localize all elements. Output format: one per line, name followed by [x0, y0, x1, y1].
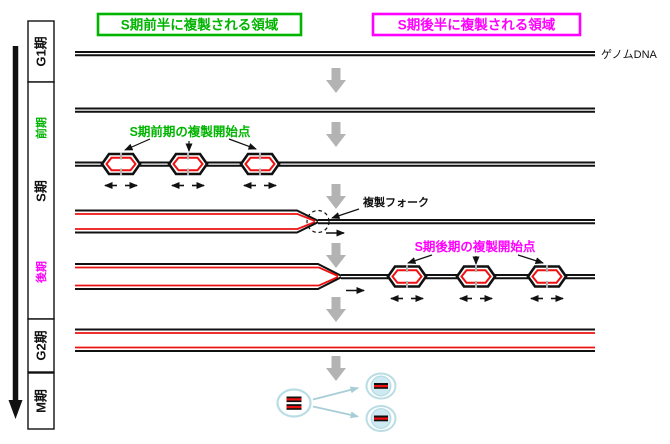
dna-row-g1: ゲノムDNA [75, 48, 658, 61]
replication-bubble [386, 263, 428, 290]
late-origin-pointer [407, 254, 433, 264]
stage-arrow-icon [326, 297, 346, 322]
mother-chromosomes [286, 396, 302, 410]
late-origins-label: S期後期の複製開始点 [415, 239, 536, 254]
timeline-arrowhead-icon [8, 400, 23, 419]
phase-box-g2 [27, 318, 55, 373]
division-arrow-top [312, 386, 359, 401]
replication-fork-pointer [331, 208, 360, 219]
dna-row-s-early-before [75, 107, 595, 113]
replication-bubble [455, 263, 497, 290]
genome-dna-label: ゲノムDNA [601, 48, 658, 61]
early-origin-pointer [124, 138, 151, 151]
legend-late-label: S期後半に複製される領域 [398, 17, 556, 33]
daughter-cell-top [365, 372, 397, 400]
stage-arrow-icon [326, 356, 346, 381]
replication-bubble [167, 151, 209, 177]
dna-row-late-origins: S期後期の複製開始点 [75, 239, 595, 299]
stage-arrow-icon [326, 68, 346, 93]
phase-label-g1: G1期 [34, 36, 49, 66]
legend-early-box [96, 12, 303, 37]
dna-row-early-origins: S期前期の複製開始点 [75, 124, 595, 186]
legend-late-region: S期後半に複製される領域 [371, 12, 582, 37]
division-arrow-bottom [312, 405, 359, 419]
stage-arrow-icon [326, 243, 346, 268]
replication-bubble [100, 151, 142, 177]
legend-late-box [371, 12, 582, 37]
phase-label-s-early: 前期 [34, 117, 48, 139]
mother-cell [276, 388, 312, 418]
early-origin-pointer [228, 138, 257, 150]
dna-row-replication-fork: 複製フォーク [75, 195, 595, 237]
stage-arrow-icon [326, 184, 346, 209]
phase-label-s-late: 後期 [34, 261, 48, 283]
daughter-cell-bottom [365, 405, 397, 432]
replication-fork-label: 複製フォーク [362, 195, 429, 209]
early-origins-label: S期前期の複製開始点 [130, 124, 251, 139]
phase-box-m [27, 372, 55, 430]
dna-row-g2-duplicated [75, 328, 595, 352]
stage-arrow-icon [326, 122, 346, 147]
late-origin-pointer [517, 254, 544, 265]
phase-label-g2: G2期 [34, 330, 49, 360]
legend-early-region: S期前半に複製される領域 [96, 12, 303, 37]
fork-highlight-circle [306, 209, 330, 234]
phase-label-m: M期 [34, 389, 49, 413]
cell-cycle-timeline: G1期 前期 S期 後期 G2期 M期 [8, 20, 55, 430]
legend-early-label: S期前半に複製される領域 [121, 17, 279, 33]
phase-box-s [27, 81, 55, 320]
mitosis-cells [276, 372, 397, 432]
phase-label-s: S期 [34, 180, 49, 202]
replication-bubble [526, 263, 568, 290]
replication-bubble [239, 151, 281, 177]
